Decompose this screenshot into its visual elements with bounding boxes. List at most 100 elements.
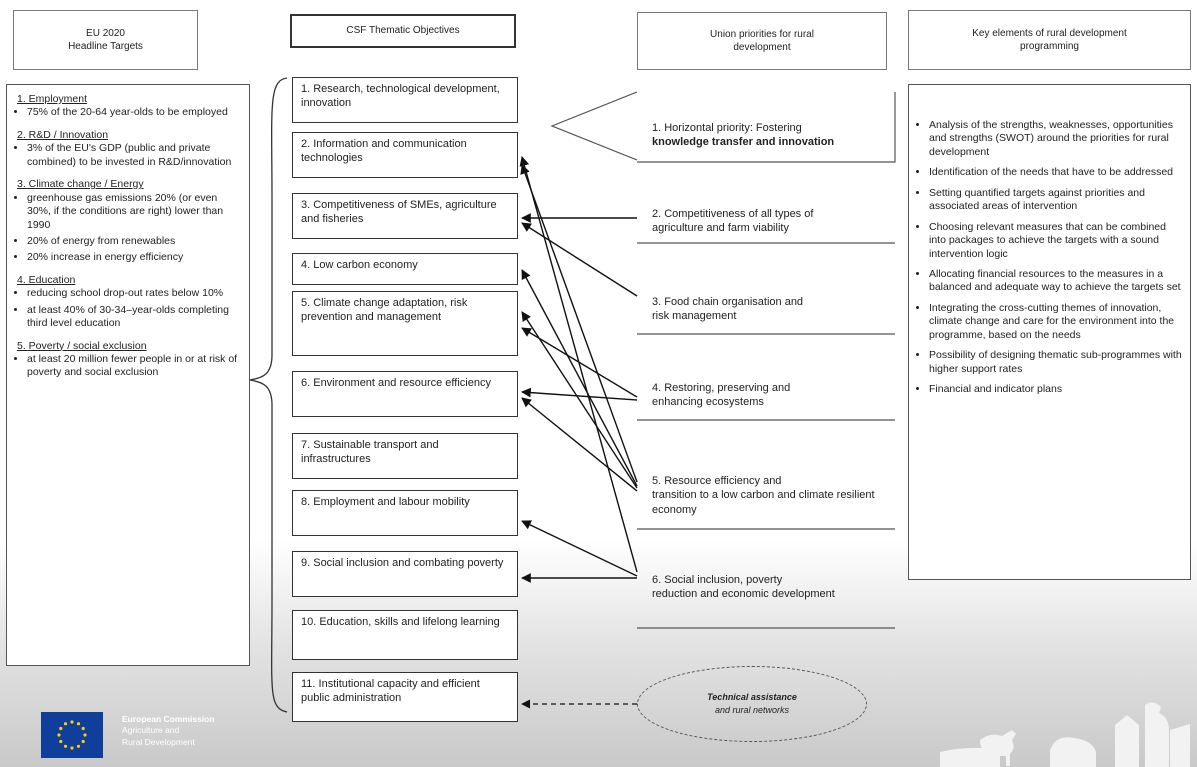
horizontal-chevron: [550, 91, 638, 161]
objective-11: 11. Institutional capacity and efficient…: [292, 672, 518, 722]
arrow-p6-to-o8: [521, 520, 638, 577]
priority-5: 5. Resource efficiency and transition to …: [652, 474, 892, 517]
target-title: 4. Education: [17, 273, 76, 286]
target-1: 1. Employment75% of the 20-64 year-olds …: [17, 93, 243, 120]
priority-1-underline: [637, 92, 896, 163]
arrow-p4-to-o6: [521, 387, 638, 401]
objective-label: 9. Social inclusion and combating povert…: [301, 557, 504, 569]
target-bullet: greenhouse gas emissions 20% (or even 30…: [27, 192, 243, 232]
farm-silhouette-icon: [940, 702, 1190, 767]
target-title: 1. Employment: [17, 93, 88, 105]
arrow-p5-to-o2: [520, 164, 638, 483]
technical-assistance-title: Technical assistance: [707, 692, 797, 703]
target-5: 5. Poverty / social exclusionat least 20…: [17, 340, 243, 380]
priority-text: 2. Competitiveness of all types of: [652, 208, 814, 220]
priority-2: 2. Competitiveness of all types of agricu…: [652, 207, 892, 236]
objective-3: 3. Competitiveness of SMEs, agriculture …: [292, 193, 518, 239]
priority-text-cont: agriculture and farm viability: [652, 222, 789, 235]
objective-10: 10. Education, skills and lifelong learn…: [292, 610, 518, 660]
objective-label: 6. Environment and resource efficiency: [301, 377, 491, 389]
objective-6: 6. Environment and resource efficiency: [292, 371, 518, 417]
key-element: Integrating the cross-cutting themes of …: [929, 302, 1182, 342]
header-eu2020-line2: Headline Targets: [68, 41, 143, 52]
priority-text-cont: reduction and economic development: [652, 588, 835, 601]
header-key: Key elements of rural development program…: [908, 10, 1191, 70]
objective-label: 2. Information and communication technol…: [301, 138, 467, 164]
objective-label: 1. Research, technological development, …: [301, 83, 500, 109]
objective-label: 11. Institutional capacity and efficient…: [301, 678, 480, 704]
objective-9: 9. Social inclusion and combating povert…: [292, 551, 518, 597]
target-bullet: reducing school drop-out rates below 10%: [27, 287, 243, 300]
eu-org-name: European Commission: [122, 714, 215, 724]
objective-label: 10. Education, skills and lifelong learn…: [301, 616, 500, 628]
key-element: Choosing relevant measures that can be c…: [929, 221, 1182, 261]
objective-label: 7. Sustainable transport and infrastruct…: [301, 439, 439, 465]
arrow-p5-to-o4: [521, 269, 638, 487]
objective-2: 2. Information and communication technol…: [292, 132, 518, 178]
header-union-line1: Union priorities for rural: [710, 28, 814, 40]
header-union-line2: development: [733, 42, 791, 53]
priority-text-emph: knowledge transfer and innovation: [652, 136, 835, 149]
header-key-line2: programming: [1020, 41, 1079, 52]
target-bullet: at least 20 million fewer people in or a…: [27, 353, 243, 380]
target-bullet: 75% of the 20-64 year-olds to be employe…: [27, 106, 243, 119]
objective-label: 5. Climate change adaptation, risk preve…: [301, 297, 468, 323]
technical-assistance-ellipse: Technical assistance and rural networks: [637, 666, 867, 742]
priority-text: 5. Resource efficiency and: [652, 475, 782, 487]
objective-label: 8. Employment and labour mobility: [301, 496, 470, 508]
brace: [249, 77, 288, 713]
header-csf-text: CSF Thematic Objectives: [346, 25, 460, 37]
target-title: 2. R&D / Innovation: [17, 128, 109, 141]
target-bullet: 20% of energy from renewables: [27, 235, 243, 248]
arrow-p6-to-o2: [519, 156, 638, 573]
objective-label: 4. Low carbon economy: [301, 259, 418, 271]
priority-text-cont: transition to a low carbon and climate r…: [652, 489, 875, 516]
objective-1: 1. Research, technological development, …: [292, 77, 518, 123]
header-csf: CSF Thematic Objectives: [290, 14, 516, 48]
target-bullet: 3% of the EU's GDP (public and private c…: [27, 142, 243, 169]
target-3: 3. Climate change / Energygreenhouse gas…: [17, 178, 243, 265]
objective-5: 5. Climate change adaptation, risk preve…: [292, 291, 518, 356]
key-elements-panel: Analysis of the strengths, weaknesses, o…: [908, 84, 1191, 580]
objective-4: 4. Low carbon economy: [292, 253, 518, 285]
priority-6: 6. Social inclusion, poverty reduction an…: [652, 573, 892, 602]
header-union: Union priorities for rural development: [637, 12, 887, 70]
technical-assistance-subtitle: and rural networks: [714, 705, 790, 715]
key-element: Analysis of the strengths, weaknesses, o…: [929, 119, 1182, 159]
target-2: 2. R&D / Innovation3% of the EU's GDP (p…: [17, 129, 243, 169]
eu-flag-icon: [41, 712, 103, 758]
eu-dept-line2: Rural Development: [122, 736, 195, 747]
target-title: 5. Poverty / social exclusion: [17, 339, 147, 352]
eu-footer-text: European Commission Agriculture and Rura…: [122, 714, 215, 748]
arrow-p3-to-o3: [521, 222, 638, 297]
target-title: 3. Climate change / Energy: [17, 178, 144, 191]
priority-text: 4. Restoring, preserving and: [652, 382, 791, 394]
target-bullet: at least 40% of 30-34–year-olds completi…: [27, 304, 243, 331]
priority-4: 4. Restoring, preserving and enhancing ec…: [652, 381, 892, 410]
priority-text: 1. Horizontal priority: Fostering: [652, 122, 802, 134]
key-element: Setting quantified targets against prior…: [929, 187, 1182, 214]
priority-text-cont: enhancing ecosystems: [652, 396, 764, 409]
priority-text-cont: risk management: [652, 310, 737, 323]
headline-targets-panel: 1. Employment75% of the 20-64 year-olds …: [6, 84, 250, 666]
priority-3: 3. Food chain organisation and risk manag…: [652, 295, 892, 324]
priority-text: 3. Food chain organisation and: [652, 296, 804, 308]
key-element: Possibility of designing thematic sub-pr…: [929, 349, 1182, 376]
key-element: Identification of the needs that have to…: [929, 166, 1182, 179]
objective-label: 3. Competitiveness of SMEs, agriculture …: [301, 199, 497, 225]
key-element: Financial and indicator plans: [929, 383, 1182, 396]
objective-8: 8. Employment and labour mobility: [292, 490, 518, 536]
header-eu2020-line1: EU 2020: [86, 27, 125, 39]
arrow-p5-to-o5: [521, 311, 638, 489]
eu-dept-line1: Agriculture and: [122, 725, 180, 736]
key-element: Allocating financial resources to the me…: [929, 268, 1182, 295]
arrow-p5-to-o6: [521, 397, 638, 492]
objective-7: 7. Sustainable transport and infrastruct…: [292, 433, 518, 479]
target-4: 4. Educationreducing school drop-out rat…: [17, 274, 243, 331]
priority-text: 6. Social inclusion, poverty: [652, 574, 783, 586]
priority-1: 1. Horizontal priority: Fostering knowled…: [652, 121, 892, 150]
target-bullet: 20% increase in energy efficiency: [27, 251, 243, 264]
header-key-line1: Key elements of rural development: [972, 27, 1127, 39]
